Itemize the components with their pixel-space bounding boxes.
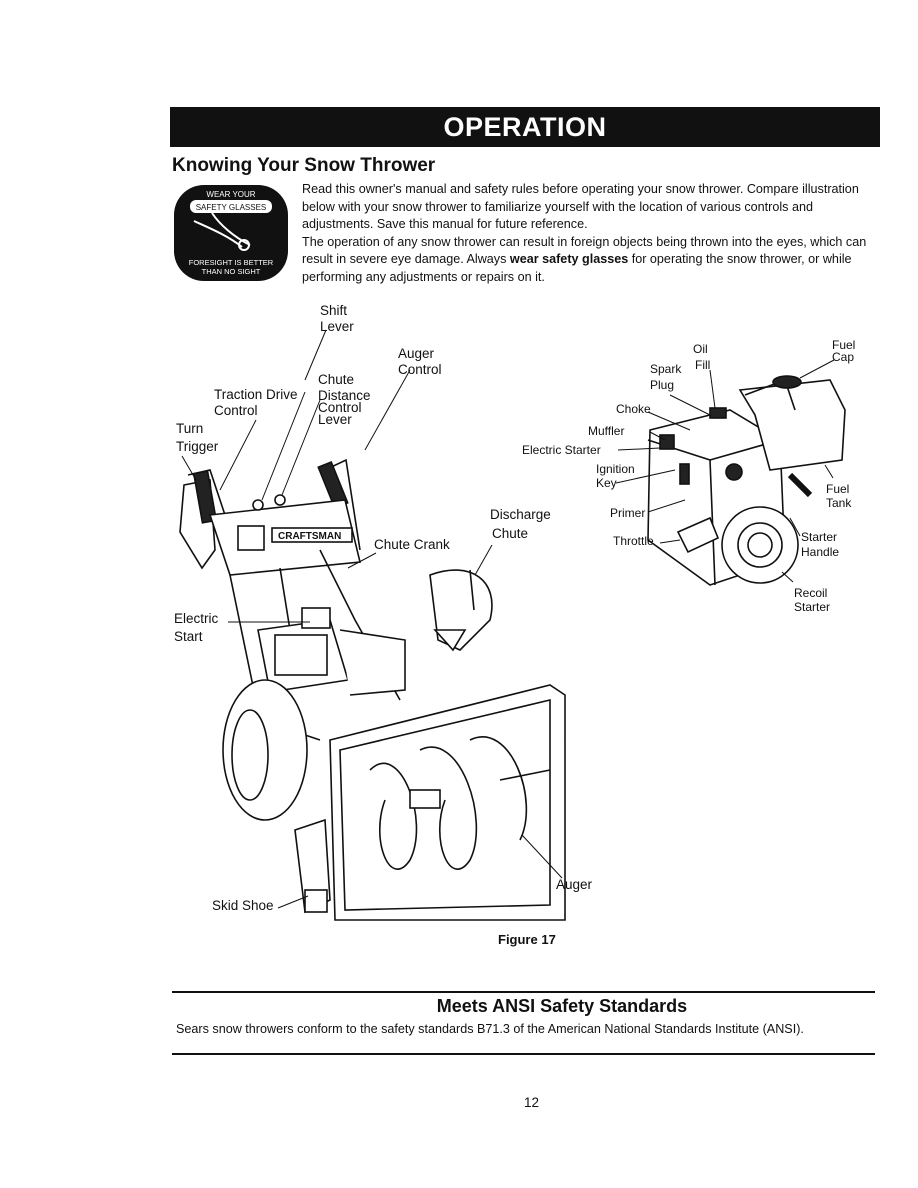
label-auger-control-2: Control bbox=[398, 362, 442, 377]
label-auger: Auger bbox=[556, 877, 593, 892]
intro-paragraph-1: Read this owner's manual and safety rule… bbox=[302, 182, 859, 231]
snow-thrower-illustration: CRAFTSMAN bbox=[179, 329, 846, 921]
figure-caption: Figure 17 bbox=[498, 932, 556, 947]
label-chute-distance-1: Chute bbox=[318, 372, 355, 387]
label-fuel-cap-1: Fuel bbox=[832, 338, 856, 352]
brand-text: CRAFTSMAN bbox=[278, 531, 341, 542]
badge-middle-text: SAFETY GLASSES bbox=[196, 203, 267, 212]
label-chute-distance-2: Distance bbox=[318, 388, 371, 403]
banner-title: OPERATION bbox=[443, 112, 607, 142]
section-banner: OPERATION bbox=[170, 107, 880, 147]
divider-bottom bbox=[172, 1053, 875, 1055]
label-shift-lever-2: Lever bbox=[320, 319, 354, 334]
label-muffler: Muffler bbox=[588, 424, 625, 438]
label-fuel-tank-2: Tank bbox=[826, 496, 852, 510]
label-recoil-starter-1: Recoil bbox=[794, 586, 828, 600]
page-number: 12 bbox=[524, 1095, 540, 1110]
label-starter-handle-2: Handle bbox=[801, 545, 840, 559]
para2-bold: wear safety glasses bbox=[509, 252, 629, 266]
section-heading: Knowing Your Snow Thrower bbox=[172, 155, 436, 176]
badge-bottom-text-1: FORESIGHT IS BETTER bbox=[189, 258, 274, 267]
safety-glasses-badge: WEAR YOUR SAFETY GLASSES FORESIGHT IS BE… bbox=[174, 185, 288, 281]
label-auger-control-1: Auger bbox=[398, 346, 435, 361]
label-fuel-tank-1: Fuel bbox=[826, 482, 850, 496]
label-ignition-key-1: Ignition bbox=[596, 462, 635, 476]
standards-body: Sears snow throwers conform to the safet… bbox=[176, 1022, 804, 1036]
badge-bottom-text-2: THAN NO SIGHT bbox=[202, 267, 261, 276]
label-traction-drive-1: Traction Drive bbox=[214, 387, 298, 402]
label-chute-crank: Chute Crank bbox=[374, 537, 450, 552]
label-oil-fill-1: Oil bbox=[693, 342, 708, 356]
label-electric-start-1: Electric bbox=[174, 611, 219, 626]
label-electric-starter: Electric Starter bbox=[522, 443, 601, 457]
label-primer: Primer bbox=[610, 506, 646, 520]
divider-top bbox=[172, 991, 875, 993]
label-discharge-chute-1: Discharge bbox=[490, 507, 551, 522]
para2-start: The operation of any snow thrower can re… bbox=[302, 234, 867, 267]
label-ignition-key-2: Key bbox=[596, 476, 617, 490]
label-traction-drive-2: Control bbox=[214, 403, 258, 418]
label-electric-start-2: Start bbox=[174, 629, 203, 644]
label-oil-fill-2: Fill bbox=[695, 358, 711, 372]
label-throttle: Throttle bbox=[613, 534, 654, 548]
label-recoil-starter-2: Starter bbox=[794, 600, 831, 614]
intro-text: Read this owner's manual and safety rule… bbox=[302, 181, 887, 286]
label-spark-plug-1: Spark bbox=[650, 362, 682, 376]
label-starter-handle-1: Starter bbox=[801, 530, 838, 544]
label-spark-plug-2: Plug bbox=[650, 378, 675, 392]
para2-end: for operating the snow thrower, or while… bbox=[302, 252, 852, 284]
label-fuel-cap-2: Cap bbox=[832, 350, 855, 364]
snow-thrower-figure: CRAFTSMAN bbox=[170, 300, 890, 925]
intro-paragraph-2: The operation of any snow thrower can re… bbox=[302, 234, 887, 287]
label-skid-shoe: Skid Shoe bbox=[212, 898, 274, 913]
label-chute-distance-3: Control bbox=[318, 400, 362, 415]
label-chute-distance-4: Lever bbox=[318, 412, 352, 427]
standards-title: Meets ANSI Safety Standards bbox=[436, 996, 688, 1016]
label-turn-trigger-2: Trigger bbox=[176, 439, 219, 454]
label-discharge-chute-2: Chute bbox=[492, 526, 529, 541]
badge-top-text: WEAR YOUR bbox=[206, 190, 255, 199]
label-choke: Choke bbox=[616, 402, 651, 416]
label-turn-trigger-1: Turn bbox=[176, 421, 204, 436]
label-shift-lever-1: Shift bbox=[320, 303, 348, 318]
